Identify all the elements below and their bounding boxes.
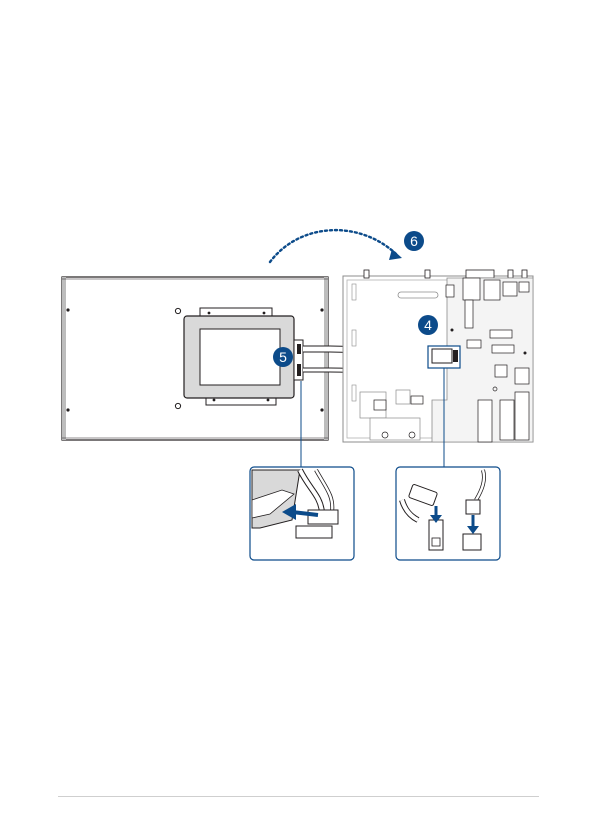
step-5-number: 5 [279,349,287,365]
close-chassis-arrow [270,230,402,262]
board-connector-detail [396,467,500,560]
step-4-badge: 4 [418,315,438,335]
mainboard-chassis [343,270,533,442]
step-6-number: 6 [410,233,418,249]
ssd-connector-detail [250,467,354,560]
step-4-number: 4 [424,317,432,333]
step-5-badge: 5 [273,347,293,367]
footer-divider [58,796,539,797]
step-6-badge: 6 [404,231,424,251]
